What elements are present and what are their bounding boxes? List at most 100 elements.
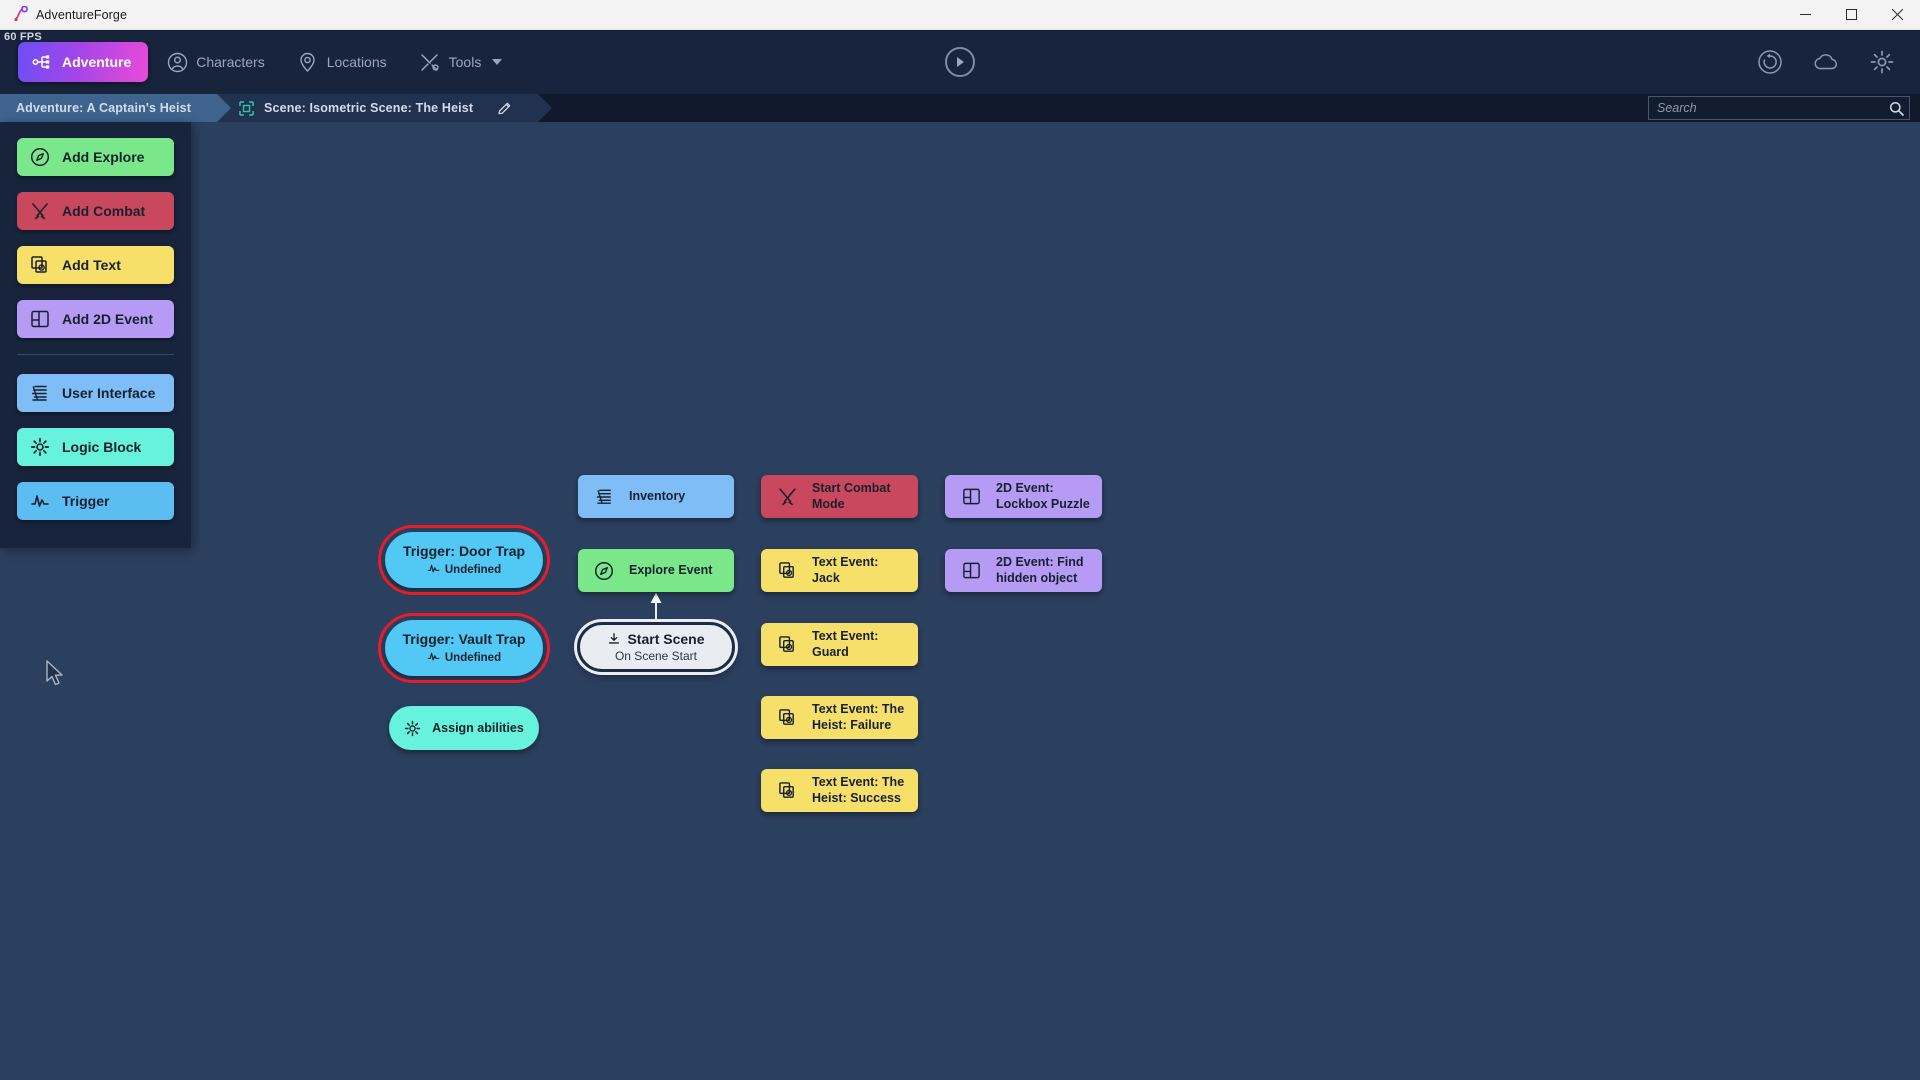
nav-center-group (945, 47, 975, 77)
breadcrumb-bar: Adventure: A Captain's Heist Scene: Isom… (0, 94, 1920, 122)
start-scene-icon (607, 632, 621, 646)
nav-label-locations: Locations (326, 54, 387, 70)
nav-label-characters: Characters (196, 54, 265, 70)
window-title: AdventureForge (36, 7, 128, 22)
node-subtitle: Undefined (444, 563, 502, 576)
breadcrumb-label-scene: Scene: Isometric Scene: The Heist (264, 101, 474, 115)
layout-icon (959, 559, 983, 583)
node-title: Trigger: Vault Trap (402, 630, 526, 647)
maximize-icon[interactable] (1828, 0, 1874, 30)
breadcrumb-item-adventure[interactable]: Adventure: A Captain's Heist (0, 94, 232, 122)
node-trigger-door-trap[interactable]: Trigger: Door Trap Undefined (378, 525, 550, 595)
add-combat-label: Add Combat (62, 203, 146, 219)
node-label: Text Event: Jack (812, 554, 879, 585)
node-subtitle-row: Undefined (427, 650, 501, 666)
swords-icon (29, 200, 51, 222)
nav-label-adventure: Adventure (62, 54, 132, 70)
add-text-button[interactable]: Add Text (17, 246, 174, 284)
nav-item-locations[interactable]: Locations (283, 42, 401, 82)
compass-icon (592, 559, 616, 583)
layout-icon (959, 485, 983, 509)
nav-label-tools: Tools (448, 54, 482, 70)
gear-icon (404, 720, 421, 737)
user-interface-label: User Interface (62, 385, 156, 401)
breadcrumb-label-adventure: Adventure: A Captain's Heist (16, 101, 192, 115)
map-pin-icon (297, 51, 319, 73)
search-icon[interactable] (1883, 97, 1909, 119)
palette-divider (17, 354, 174, 355)
minimize-icon[interactable] (1782, 0, 1828, 30)
compass-icon (29, 146, 51, 168)
node-inventory[interactable]: Inventory (578, 475, 734, 518)
node-explore-event[interactable]: Explore Event (578, 549, 734, 592)
close-icon[interactable] (1874, 0, 1920, 30)
app-top-nav: 60 FPS Adventure (0, 30, 1920, 94)
node-subtitle: Undefined (444, 651, 502, 664)
node-text-event-heist-failure[interactable]: Text Event: The Heist: Failure (761, 696, 918, 739)
play-circle-icon[interactable] (945, 47, 975, 77)
nav-item-tools[interactable]: Tools (405, 42, 517, 82)
text-pages-icon (775, 779, 799, 803)
trigger-icon (427, 562, 440, 578)
ui-lines-icon (592, 485, 616, 509)
text-pages-icon (775, 706, 799, 730)
nav-item-characters[interactable]: Characters (152, 42, 278, 82)
fps-counter: 60 FPS (4, 31, 42, 43)
graph-canvas[interactable]: Add Explore Add Combat Ad (0, 122, 1920, 1080)
cloud-icon[interactable] (1812, 48, 1840, 76)
chevron-down-icon (492, 59, 503, 65)
text-pages-icon (775, 559, 799, 583)
search-bar[interactable] (1648, 96, 1910, 120)
pencil-edit-icon[interactable] (497, 101, 512, 116)
os-title-bar: AdventureForge (0, 0, 1920, 30)
node-label: Start Combat Mode (812, 480, 891, 511)
node-label: Inventory (629, 488, 686, 503)
logic-block-label: Logic Block (62, 439, 142, 455)
node-start-combat-mode[interactable]: Start Combat Mode (761, 475, 918, 518)
node-palette-panel: Add Explore Add Combat Ad (0, 122, 191, 548)
add-combat-button[interactable]: Add Combat (17, 192, 174, 230)
node-label: Text Event: Guard (812, 628, 879, 659)
adventureforge-logo-icon (8, 6, 34, 23)
node-start-scene[interactable]: Start Scene On Scene Start (577, 622, 735, 672)
trigger-icon (427, 650, 440, 666)
text-pages-icon (29, 254, 51, 276)
tools-icon (419, 51, 441, 73)
node-subtitle-row: Undefined (427, 562, 501, 578)
swords-icon (775, 485, 799, 509)
search-input[interactable] (1649, 97, 1883, 119)
nav-left-group: Adventure Characters Locations (0, 42, 516, 82)
breadcrumb-item-scene[interactable]: Scene: Isometric Scene: The Heist (217, 94, 553, 122)
node-label: Explore Event (629, 562, 713, 577)
node-trigger-vault-trap[interactable]: Trigger: Vault Trap Undefined (378, 613, 550, 683)
add-text-label: Add Text (62, 257, 121, 273)
scene-icon (239, 100, 254, 116)
add-2d-event-button[interactable]: Add 2D Event (17, 300, 174, 338)
add-explore-button[interactable]: Add Explore (17, 138, 174, 176)
node-title-row: Start Scene (607, 631, 705, 647)
node-2d-event-lockbox-puzzle[interactable]: 2D Event: Lockbox Puzzle (945, 475, 1102, 518)
node-text-event-jack[interactable]: Text Event: Jack (761, 549, 918, 592)
gear-icon[interactable] (1868, 48, 1896, 76)
user-circle-icon (166, 51, 188, 73)
node-label: Text Event: The Heist: Success (812, 774, 905, 805)
trigger-icon (29, 490, 51, 512)
node-text-event-heist-success[interactable]: Text Event: The Heist: Success (761, 769, 918, 812)
node-graph-icon (31, 51, 53, 73)
node-text-event-guard[interactable]: Text Event: Guard (761, 623, 918, 666)
nav-item-adventure[interactable]: Adventure (18, 42, 149, 82)
layout-icon (29, 308, 51, 330)
node-2d-event-find-hidden-object[interactable]: 2D Event: Find hidden object (945, 549, 1102, 592)
trigger-label: Trigger (62, 493, 110, 509)
logic-block-button[interactable]: Logic Block (17, 428, 174, 466)
node-subtitle: On Scene Start (614, 649, 698, 663)
node-label: Text Event: The Heist: Failure (812, 701, 905, 732)
mouse-cursor-icon (46, 660, 68, 693)
trigger-button[interactable]: Trigger (17, 482, 174, 520)
user-interface-button[interactable]: User Interface (17, 374, 174, 412)
refresh-icon[interactable] (1756, 48, 1784, 76)
node-assign-abilities[interactable]: Assign abilities (389, 706, 539, 750)
node-title: Trigger: Door Trap (402, 542, 526, 559)
add-2d-event-label: Add 2D Event (62, 311, 154, 327)
gear-icon (29, 436, 51, 458)
